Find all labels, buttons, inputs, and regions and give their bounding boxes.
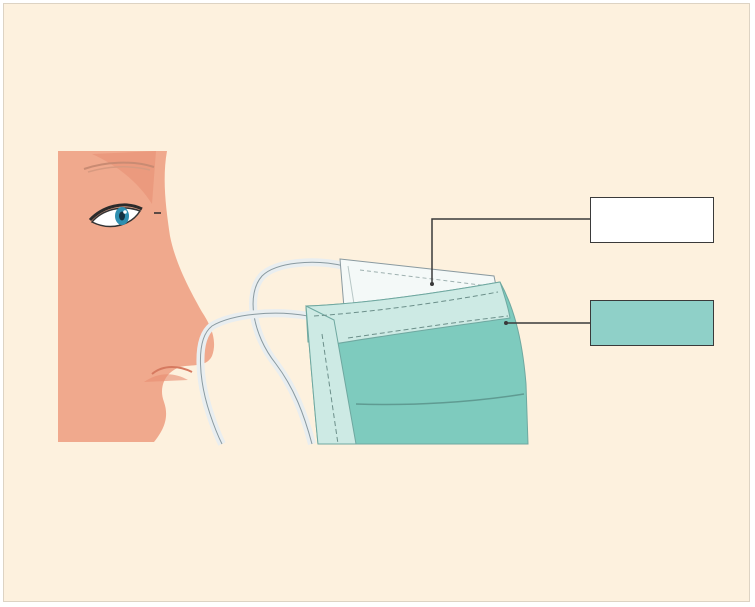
face-profile — [58, 151, 214, 442]
outer-layer-label-box — [590, 300, 714, 346]
diagram-frame — [3, 3, 750, 602]
inner-layer-label-box — [590, 197, 714, 243]
